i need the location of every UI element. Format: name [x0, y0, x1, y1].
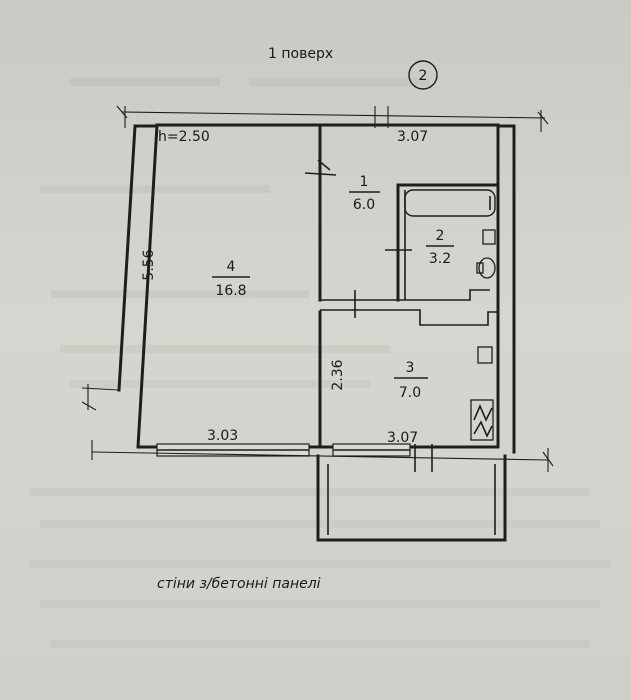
dimension-bottom-left: 3.03 — [207, 428, 238, 444]
sheet-number: 2 — [419, 68, 428, 84]
room-area: 3.2 — [429, 251, 451, 267]
stove-icon — [470, 399, 494, 441]
ceiling-height: h=2.50 — [158, 129, 210, 145]
left-dimension-line — [81, 384, 120, 411]
room-label-3: 3 7.0 — [394, 360, 428, 401]
bottom-dimension-line — [91, 440, 554, 472]
floor-label: 1 поверх — [268, 46, 333, 62]
top-dimension-line — [116, 105, 549, 132]
room-number: 4 — [227, 259, 236, 275]
dimension-top-right: 3.07 — [397, 129, 428, 145]
room-area: 6.0 — [353, 197, 375, 213]
walls-material-note: стіни з/бетонні панелі — [157, 576, 321, 592]
sheet-number-circle — [408, 60, 438, 90]
room-number: 2 — [436, 228, 445, 244]
room-number: 3 — [406, 360, 415, 376]
washbasin-icon — [482, 229, 496, 245]
balcony-outline — [316, 454, 507, 542]
bleed-through-text — [30, 78, 610, 648]
kitchen-sink-icon — [477, 346, 493, 364]
room-label-2: 2 3.2 — [426, 228, 454, 267]
dimension-room3-height: 2.36 — [330, 359, 346, 390]
dimension-left-height: 5.56 — [141, 249, 157, 280]
window-room-4 — [156, 443, 310, 457]
bathtub-fixture — [404, 189, 496, 217]
toilet-icon — [476, 257, 496, 279]
room-number: 1 — [360, 174, 369, 190]
room-label-1: 1 6.0 — [349, 174, 380, 213]
room-area: 7.0 — [399, 385, 421, 401]
room-label-4: 4 16.8 — [212, 259, 250, 299]
window-room-3 — [332, 443, 411, 457]
room-area: 16.8 — [215, 283, 246, 299]
dimension-bottom-right: 3.07 — [387, 430, 418, 446]
outer-walls — [117, 123, 516, 454]
